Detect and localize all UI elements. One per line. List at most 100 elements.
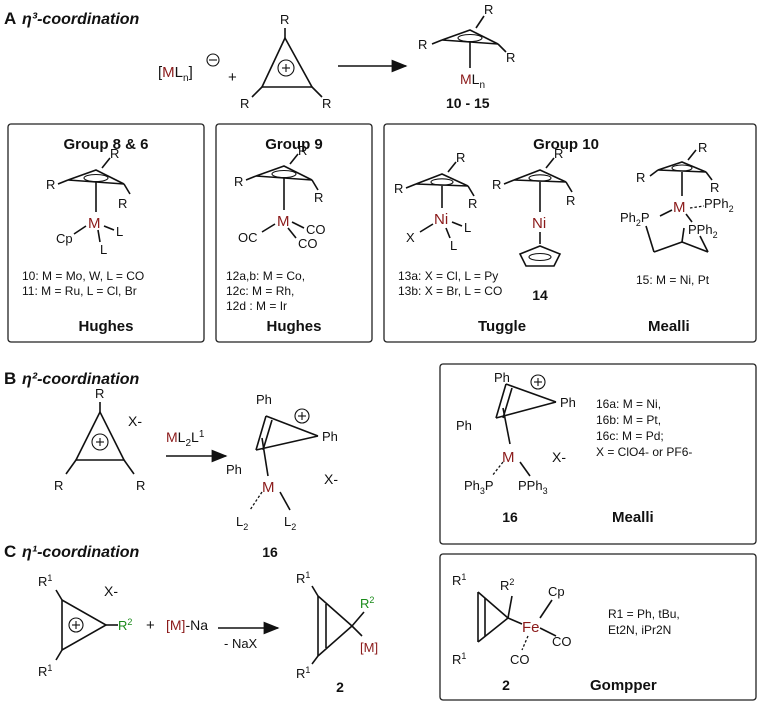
svg-text:Ph: Ph	[456, 418, 472, 433]
svg-text:R: R	[418, 37, 427, 52]
svg-text:R: R	[492, 177, 501, 192]
panel-group86-title: Group 8 & 6	[63, 136, 148, 153]
compound-15-structure: R R R M Ph2P PPh2 PPh2	[620, 140, 734, 253]
anion-b-box: X-	[552, 449, 566, 465]
reagent-c: [M]-Na	[166, 617, 208, 633]
svg-text:R: R	[240, 96, 249, 111]
group9-structure: R R R M OC CO CO	[234, 143, 326, 251]
svg-text:R: R	[468, 196, 477, 211]
svg-text:R: R	[95, 386, 104, 401]
group10-author1: Tuggle	[478, 318, 526, 335]
svg-text:R: R	[506, 50, 515, 65]
group10-line1: 13a: X = Cl, L = Py	[398, 269, 498, 283]
plus-sign-a: +	[228, 69, 237, 86]
cyclopropenium-cation-b: R R R	[54, 386, 145, 493]
svg-text:R1: R1	[296, 665, 310, 681]
box2-line1: R1 = Ph, tBu,	[608, 607, 680, 621]
group86-line2: 11: M = Ru, L = Cl, Br	[22, 284, 137, 298]
product-label-16: 16	[262, 544, 278, 560]
svg-text:L2: L2	[284, 514, 296, 532]
panel-group9	[215, 123, 373, 343]
svg-text:R: R	[136, 478, 145, 493]
box2-line2: Et2N, iPr2N	[608, 623, 671, 637]
svg-text:R1: R1	[38, 663, 52, 679]
svg-text:[M]: [M]	[360, 640, 378, 655]
section-b-title: η²-coordination	[22, 371, 140, 388]
group86-author: Hughes	[78, 318, 133, 335]
svg-text:PPh3: PPh3	[518, 478, 548, 496]
section-c-title: η¹-coordination	[22, 544, 140, 561]
svg-text:Ph: Ph	[494, 370, 510, 385]
panel-group10-title: Group 10	[533, 136, 599, 153]
svg-text:Ph2P: Ph2P	[620, 210, 650, 228]
panel-2	[439, 553, 757, 701]
plus-sign-c: +	[146, 617, 155, 634]
svg-text:CO: CO	[552, 634, 572, 649]
svg-text:M: M	[88, 215, 101, 232]
byproduct-c: - NaX	[224, 636, 258, 651]
panel-group86	[7, 123, 205, 343]
svg-text:Cp: Cp	[548, 584, 565, 599]
svg-text:R: R	[54, 478, 63, 493]
svg-text:L: L	[450, 238, 457, 253]
box16-line4: X = ClO4- or PF6-	[596, 445, 692, 459]
svg-text:R: R	[314, 190, 323, 205]
svg-text:M: M	[502, 449, 515, 466]
svg-text:Ni: Ni	[532, 215, 546, 232]
box2-author: Gompper	[590, 677, 657, 694]
svg-text:M: M	[673, 199, 686, 216]
svg-text:[MLn]: [MLn]	[158, 64, 193, 84]
svg-text:Fe: Fe	[522, 619, 540, 636]
svg-text:R: R	[394, 181, 403, 196]
group86-line1: 10: M = Mo, W, L = CO	[22, 269, 144, 283]
svg-text:Cp: Cp	[56, 231, 73, 246]
svg-text:R: R	[698, 140, 707, 155]
svg-text:R: R	[298, 143, 307, 158]
cyclopropenium-cation-a: R R R	[240, 12, 331, 111]
svg-text:CO: CO	[510, 652, 530, 667]
box16-author: Mealli	[612, 509, 654, 526]
svg-text:R: R	[566, 193, 575, 208]
svg-text:Ph3P: Ph3P	[464, 478, 494, 496]
section-b-letter: B	[4, 369, 16, 388]
svg-text:CO: CO	[306, 222, 326, 237]
eta1-product-c: R1 R1 R2 [M]	[296, 570, 378, 681]
compound-14-structure: R R R Ni	[492, 146, 575, 267]
box2-label: 2	[502, 677, 510, 693]
panel-16	[439, 363, 757, 545]
svg-text:R: R	[456, 150, 465, 165]
svg-text:X: X	[406, 230, 415, 245]
svg-text:R1: R1	[452, 572, 466, 588]
minus-charge-icon	[206, 53, 220, 67]
svg-text:L: L	[100, 242, 107, 257]
svg-text:R1: R1	[452, 651, 466, 667]
svg-text:R1: R1	[38, 573, 52, 589]
svg-text:Ph: Ph	[226, 462, 242, 477]
svg-text:R: R	[636, 170, 645, 185]
svg-text:L: L	[116, 224, 123, 239]
svg-text:R: R	[710, 180, 719, 195]
svg-text:R2: R2	[500, 577, 514, 593]
svg-text:Ni: Ni	[434, 211, 448, 228]
anion-b: X-	[128, 413, 142, 429]
section-b-heading: B η²-coordination	[4, 369, 140, 388]
svg-text:PPh2: PPh2	[704, 196, 734, 214]
reagent-mln: [MLn]	[158, 53, 220, 84]
svg-text:R: R	[118, 196, 127, 211]
section-a-letter: A	[4, 9, 16, 28]
box16-line3: 16c: M = Pd;	[596, 429, 664, 443]
group10-line2: 13b: X = Br, L = CO	[398, 284, 502, 298]
box16-line2: 16b: M = Pt,	[596, 413, 661, 427]
svg-text:M: M	[277, 213, 290, 230]
eta2-product-b: Ph Ph Ph M L2 L2	[226, 392, 338, 532]
compound-16-structure: Ph Ph Ph M Ph3P PPh3	[456, 370, 576, 496]
group9-line1: 12a,b: M = Co,	[226, 269, 305, 283]
svg-text:Ph: Ph	[256, 392, 272, 407]
group10-line15: 15: M = Ni, Pt	[636, 273, 710, 287]
cyclopropenium-cation-c: R1 R1 R2	[38, 573, 132, 679]
svg-text:R: R	[554, 146, 563, 161]
section-c-letter: C	[4, 542, 16, 561]
svg-text:CO: CO	[298, 236, 318, 251]
eta3-product: R R R MLn	[418, 2, 515, 91]
